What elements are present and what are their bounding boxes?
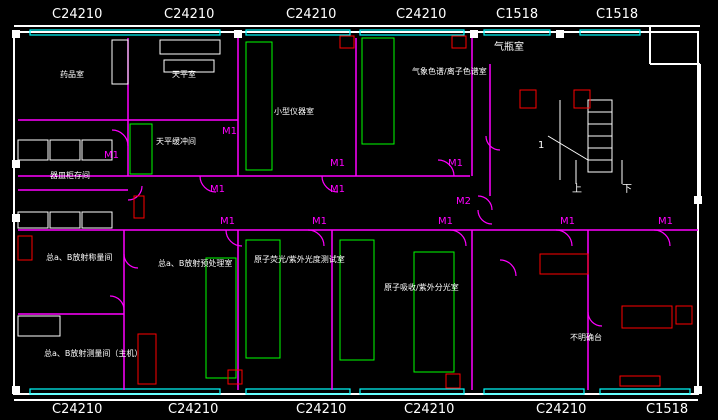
room-label-ab-pretreat: 总a、B放射预处理室: [158, 258, 232, 268]
room-label-aa: 原子吸收/紫外分光室: [384, 282, 459, 292]
window-label: C1518: [596, 7, 638, 22]
stairway: [547, 99, 623, 184]
room-label-balance-buffer: 天平缓冲间: [156, 136, 196, 146]
stair-labels: 1 上 下: [538, 140, 632, 195]
door-tag: M1: [658, 216, 673, 227]
room-label-ab-measure: 总a、B放射测量间（主机）: [44, 348, 142, 358]
window-label: C1518: [646, 402, 688, 417]
equipment: [17, 35, 693, 389]
room-label-vessel: 器皿柜存间: [50, 170, 90, 180]
window-label: C1518: [496, 7, 538, 22]
doors: [109, 129, 671, 327]
door-tag: M1: [104, 150, 119, 161]
exterior-walls: [13, 25, 701, 401]
window-label: C24210: [396, 7, 446, 22]
room-label-small-instrument: 小型仪器室: [274, 106, 314, 116]
room-label-balance: 天平室: [172, 69, 196, 79]
window-label: C24210: [536, 402, 586, 417]
door-tag: M2: [456, 196, 471, 207]
door-tag: M1: [210, 184, 225, 195]
window-label: C24210: [164, 7, 214, 22]
desks: [17, 39, 221, 337]
room-label-gas: 气瓶室: [494, 40, 524, 53]
window-label: C24210: [296, 402, 346, 417]
benches: [129, 37, 455, 379]
window-label: C24210: [168, 402, 218, 417]
door-tag: M1: [220, 216, 235, 227]
window-label: C24210: [404, 402, 454, 417]
room-label-gc: 气象色谱/离子色谱室: [412, 66, 487, 76]
window-label: C24210: [52, 7, 102, 22]
room-labels: 药品室 天平室 小型仪器室 气象色谱/离子色谱室 气瓶室 天平缓冲间 器皿柜存间…: [44, 40, 602, 358]
window-labels-top: C24210 C24210 C24210 C24210 C1518 C1518: [52, 7, 638, 22]
room-label-af-uv: 原子荧光/紫外光度测试室: [254, 254, 345, 264]
room-label-unknown: 不明确台: [570, 332, 602, 342]
columns: [12, 30, 702, 394]
door-tag: M1: [312, 216, 327, 227]
room-label-ab-weighing: 总a、B放射称量间: [46, 252, 112, 262]
window-label: C24210: [52, 402, 102, 417]
door-tags: M1 M1 M1 M1 M1 M1 M1 M1 M1 M1 M1 M2: [104, 126, 673, 227]
door-tag: M1: [448, 158, 463, 169]
window-label: C24210: [286, 7, 336, 22]
door-tag: M1: [560, 216, 575, 227]
door-tag: M1: [330, 158, 345, 169]
windows: [29, 29, 691, 395]
door-tag: M1: [438, 216, 453, 227]
door-tag: M1: [222, 126, 237, 137]
stair-down: 下: [622, 184, 632, 195]
stair-number: 1: [538, 140, 544, 151]
partitions: [18, 38, 698, 390]
room-label-drug: 药品室: [60, 69, 84, 79]
window-labels-bottom: C24210 C24210 C24210 C24210 C24210 C1518: [52, 402, 688, 417]
door-tag: M1: [330, 184, 345, 195]
stair-up: 上: [572, 183, 582, 195]
